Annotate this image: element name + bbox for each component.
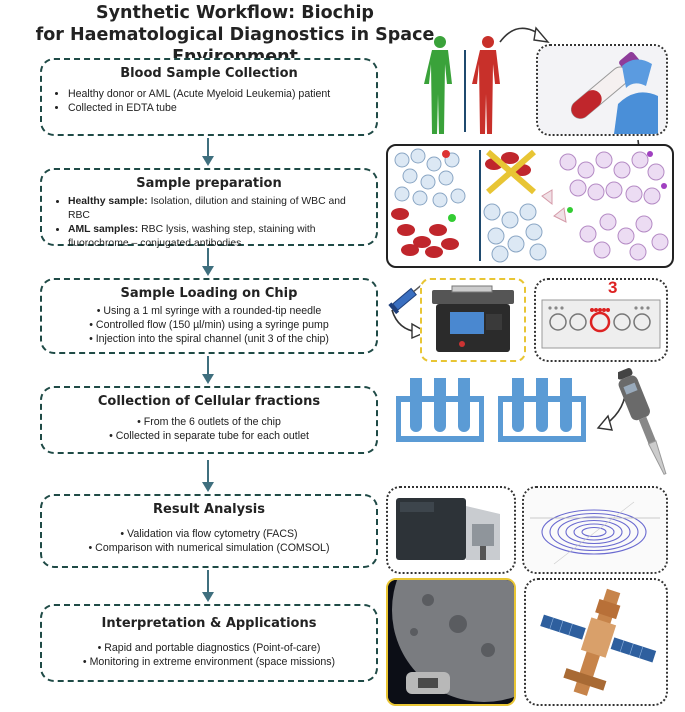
step-result-analysis: Result Analysis Validation via flow cyto…	[40, 494, 378, 568]
step-heading: Blood Sample Collection	[120, 66, 298, 81]
human-figures-illustration	[424, 36, 500, 134]
tube-rack-icon	[396, 378, 484, 442]
space-station-icon	[540, 588, 657, 696]
bullet: Controlled flow (150 µl/min) using a syr…	[52, 318, 366, 332]
down-arrow-icon	[202, 248, 214, 276]
title-line-1: Synthetic Workflow: Biochip	[96, 3, 374, 23]
curved-arrow-icon	[391, 309, 428, 340]
healthy-donor-figure	[424, 36, 452, 134]
bullet: Rapid and portable diagnostics (Point-of…	[52, 641, 366, 655]
space-station-illustration	[524, 578, 668, 706]
step-heading: Result Analysis	[153, 502, 265, 517]
spiral-channel-simulation	[522, 486, 668, 574]
step-sample-preparation: Sample preparation Healthy sample: Isola…	[40, 168, 378, 249]
flow-cytometer-photo	[386, 486, 516, 574]
bullet: Validation via flow cytometry (FACS)	[52, 527, 366, 541]
syringe-pump-photo	[420, 278, 526, 362]
blood-tube-icon	[538, 46, 666, 134]
step-bullets: Healthy sample: Isolation, dilution and …	[52, 195, 366, 251]
bullet: Using a 1 ml syringe with a rounded-tip …	[52, 304, 366, 318]
step-bullets: From the 6 outlets of the chip Collected…	[52, 415, 366, 443]
down-arrow-icon	[202, 138, 214, 166]
step-heading: Sample Loading on Chip	[120, 286, 298, 301]
step-sample-loading: Sample Loading on Chip Using a 1 ml syri…	[40, 278, 378, 354]
bullet: Collected in separate tube for each outl…	[52, 429, 366, 443]
bullet: Collected in EDTA tube	[68, 101, 366, 115]
curved-arrow-icon	[499, 26, 550, 43]
step-heading: Sample preparation	[136, 176, 282, 191]
bullet-bold: Healthy sample:	[68, 196, 148, 207]
step-collection-of-fractions: Collection of Cellular fractions From th…	[40, 386, 378, 454]
syringe-pump-icon	[432, 285, 514, 352]
tube-rack-icon	[498, 378, 586, 442]
step-bullets: Using a 1 ml syringe with a rounded-tip …	[52, 304, 366, 346]
bullet-bold: AML samples:	[68, 224, 139, 235]
bullet: Healthy donor or AML (Acute Myeloid Leuk…	[68, 87, 366, 101]
down-arrow-icon	[202, 460, 214, 492]
bullet-text: RBC lysis, washing step, staining with f…	[68, 224, 316, 249]
microfluidic-chip-photo: 3	[534, 278, 668, 362]
flow-cytometer-icon	[396, 498, 500, 560]
bullet: Monitoring in extreme environment (space…	[52, 655, 366, 669]
down-arrow-icon	[202, 570, 214, 602]
moon-icon	[388, 580, 514, 704]
step-heading: Interpretation & Applications	[101, 616, 317, 631]
step-bullets: Healthy donor or AML (Acute Myeloid Leuk…	[52, 87, 366, 115]
patient-figure	[472, 36, 500, 134]
bullet: Healthy sample: Isolation, dilution and …	[68, 195, 366, 223]
spiral-icon	[524, 488, 666, 572]
chip-icon	[541, 299, 661, 349]
bullet: Comparison with numerical simulation (CO…	[52, 541, 366, 555]
bullet: Injection into the spiral channel (unit …	[52, 332, 366, 346]
moon-spacecraft-photo	[386, 578, 516, 706]
chip-unit-label: 3	[608, 278, 618, 297]
cells-illustration	[391, 148, 669, 263]
step-interpretation-applications: Interpretation & Applications Rapid and …	[40, 604, 378, 682]
cell-preparation-panel	[386, 144, 674, 268]
curved-arrow-icon	[596, 379, 627, 431]
step-blood-sample-collection: Blood Sample Collection Healthy donor or…	[40, 58, 378, 136]
step-bullets: Validation via flow cytometry (FACS) Com…	[52, 527, 366, 555]
pipette-icon	[618, 367, 667, 475]
step-heading: Collection of Cellular fractions	[97, 394, 321, 409]
bullet-text: Isolation, dilution and staining of WBC …	[68, 196, 346, 221]
bullet: From the 6 outlets of the chip	[52, 415, 366, 429]
bullet: AML samples: RBC lysis, washing step, st…	[68, 223, 366, 251]
step-bullets: Rapid and portable diagnostics (Point-of…	[52, 641, 366, 669]
blood-tube-photo	[536, 44, 668, 136]
down-arrow-icon	[202, 356, 214, 384]
syringe-icon	[388, 284, 422, 315]
